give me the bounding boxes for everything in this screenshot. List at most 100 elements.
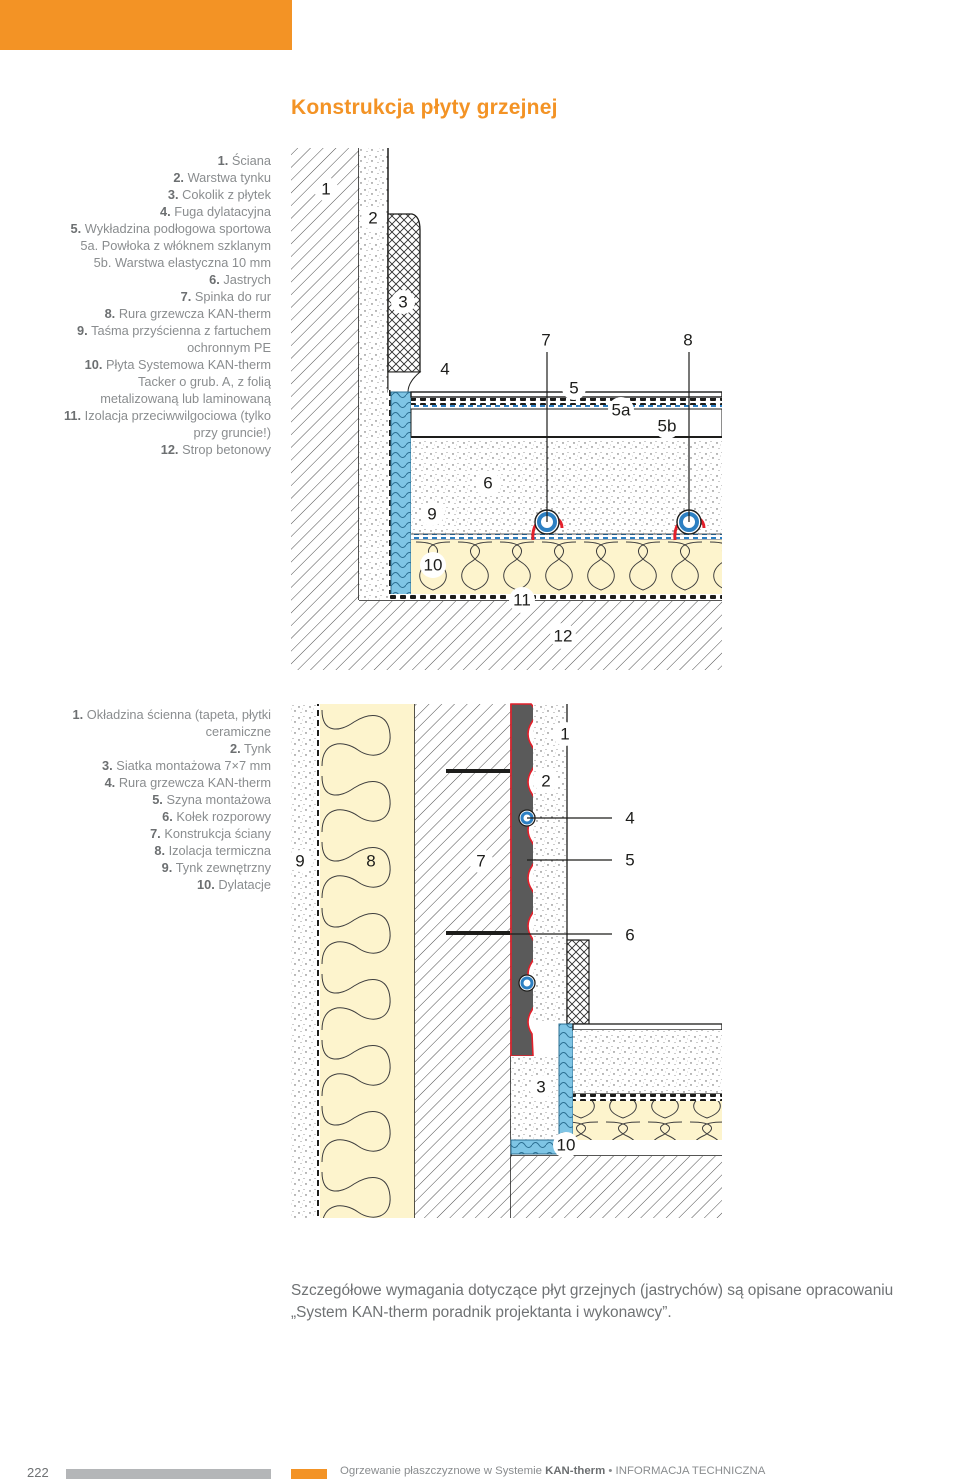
callout-wall-8: 8 [359,849,383,873]
svg-text:5: 5 [569,379,578,398]
callout-floor-3: 3 [391,290,415,314]
legend-item-number: 5. [152,792,163,807]
footer-text-after: • INFORMACJA TECHNICZNA [605,1465,766,1477]
legend-item: 9. Tynk zewnętrzny [61,859,271,876]
legend-item-number: 2. [229,741,241,756]
legend-item-text: Ściana [231,153,271,168]
legend-wall-heating: 1. Okładzina ścienna (tapeta, płytki cer… [61,706,271,893]
legend-item-text: Wykładzina podłogowa sportowa [84,221,271,236]
legend-item-text: Kołek rozporowy [176,809,271,824]
svg-text:2: 2 [541,772,550,791]
svg-text:6: 6 [483,474,492,493]
legend-item: 11. Izolacja przeciwwilgociowa (tylko pr… [61,407,271,441]
legend-item-text: Konstrukcja ściany [164,826,271,841]
legend-item: 5b. Warstwa elastyczna 10 mm [61,254,271,271]
callout-floor-7: 7 [534,328,558,352]
legend-item: 4. Rura grzewcza KAN-therm [61,774,271,791]
legend-item-number: 6. [162,809,173,824]
legend-item: 5. Wykładzina podłogowa sportowa [61,220,271,237]
callout-floor-9: 9 [420,502,444,526]
legend-item-number: 1. [72,707,84,722]
legend-item-number: 7. [180,289,192,304]
svg-text:5: 5 [625,851,634,870]
legend-item: 12. Strop betonowy [61,441,271,458]
legend-item-number: 10. [84,357,103,372]
legend-item-text: Tynk zewnętrzny [175,860,271,875]
callout-wall-2: 2 [534,769,558,793]
callout-floor-12: 12 [550,623,576,649]
svg-text:8: 8 [366,852,375,871]
svg-text:2: 2 [368,209,377,228]
legend-item: 4. Fuga dylatacyjna [61,203,271,220]
legend-item-text: Szyna montażowa [166,792,271,807]
footer-grey-bar [66,1469,271,1479]
legend-item: 7. Spinka do rur [61,288,271,305]
svg-text:8: 8 [683,331,692,350]
legend-item-text: 5a. Powłoka z włóknem szklanym [80,238,271,253]
legend-item-number: 9. [161,860,173,875]
legend-item-text: Strop betonowy [182,442,271,457]
legend-item: 1. Ściana [61,152,271,169]
callout-wall-10: 10 [553,1132,579,1158]
svg-text:5b: 5b [658,417,677,436]
legend-item-number: 4. [160,204,171,219]
legend-item-text: Cokolik z płytek [182,187,271,202]
callout-floor-8: 8 [676,328,700,352]
wall-section-drawing: 1 2 3 4 5 6 7 8 9 10 [290,703,722,1218]
legend-item: 10. Dylatacje [61,876,271,893]
callout-floor-11: 11 [509,587,535,613]
legend-item-text: Dylatacje [218,877,271,892]
legend-item-number: 1. [217,153,229,168]
floor-section-drawing: 1 2 3 4 5 5a 5b 6 7 8 9 10 11 12 [291,148,722,670]
legend-item-number: 3. [102,758,113,773]
callout-wall-7: 7 [469,849,493,873]
legend-item: 2. Warstwa tynku [61,169,271,186]
legend-item-text: Tynk [243,741,271,756]
legend-item-text: Taśma przyścienna z fartuchem ochronnym … [91,323,271,355]
callout-wall-6: 6 [618,923,642,947]
legend-item-text: Spinka do rur [194,289,271,304]
callout-wall-5: 5 [618,848,642,872]
svg-text:4: 4 [625,809,634,828]
legend-item: 8. Izolacja termiczna [61,842,271,859]
legend-item-number: 7. [150,826,161,841]
legend-item-number: 3. [167,187,179,202]
legend-item: 1. Okładzina ścienna (tapeta, płytki cer… [61,706,271,740]
legend-item-text: Warstwa tynku [187,170,271,185]
legend-item: 2. Tynk [61,740,271,757]
page-number: 222 [27,1465,49,1480]
footer-text-before: Ogrzewanie płaszczyznowe w Systemie [340,1465,546,1477]
footer-brand: KAN-therm [545,1465,606,1477]
callout-wall-4: 4 [618,806,642,830]
legend-item-text: Rura grzewcza KAN-therm [118,306,271,321]
callout-floor-6: 6 [476,471,500,495]
svg-text:9: 9 [295,852,304,871]
footer-orange-mark [291,1469,327,1479]
technical-note-line-1: Szczegółowe wymagania dotyczące płyt grz… [291,1282,894,1299]
svg-text:6: 6 [625,926,634,945]
svg-text:9: 9 [427,505,436,524]
legend-item-number: 2. [173,170,184,185]
legend-item-text: Okładzina ścienna (tapeta, płytki cerami… [86,707,271,739]
technical-note-line-2: „System KAN-therm poradnik projektanta i… [291,1304,672,1321]
callout-wall-3: 3 [529,1075,553,1099]
legend-item-number: 6. [209,272,220,287]
legend-item: 3. Cokolik z płytek [61,186,271,203]
callout-floor-5a: 5a [608,397,634,423]
legend-item-text: Rura grzewcza KAN-therm [118,775,271,790]
legend-item-number: 11. [64,408,82,423]
wall-pipe-2-icon [518,974,536,992]
legend-item-text: Izolacja przeciwwilgociowa (tylko przy g… [84,408,271,440]
svg-text:5a: 5a [612,401,631,420]
legend-item: 7. Konstrukcja ściany [61,825,271,842]
legend-item: 9. Taśma przyścienna z fartuchem ochronn… [61,322,271,356]
callout-floor-2: 2 [361,206,385,230]
legend-item-text: 5b. Warstwa elastyczna 10 mm [93,255,271,270]
svg-text:10: 10 [424,556,443,575]
callout-floor-4: 4 [433,357,457,381]
legend-item: 5a. Powłoka z włóknem szklanym [61,237,271,254]
header-accent-tab [0,0,292,50]
legend-item-text: Izolacja termiczna [168,843,271,858]
legend-item-number: 8. [154,843,166,858]
